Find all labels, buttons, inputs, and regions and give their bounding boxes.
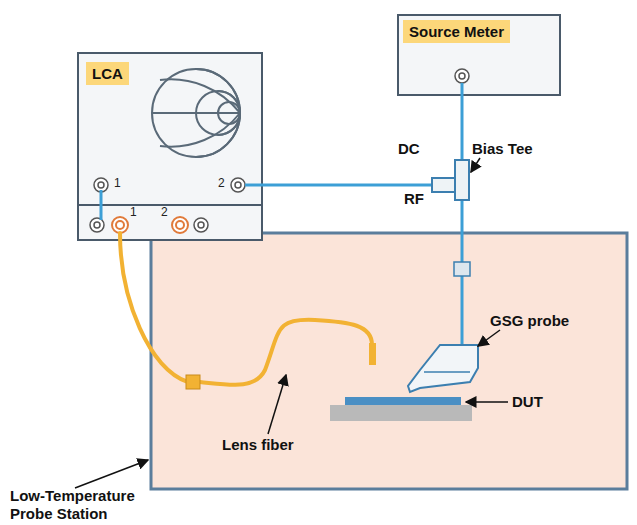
probe-station	[151, 233, 627, 489]
port-number: 2	[161, 205, 168, 219]
part-label: GSG probe	[490, 312, 569, 329]
port-number: 2	[218, 176, 225, 190]
fiber-feedthrough	[186, 375, 200, 389]
port-label: RF	[404, 190, 424, 207]
optical-fiber	[120, 233, 372, 385]
rf-cables	[101, 83, 462, 345]
instrument-box: LCA 1 2 1 2	[78, 53, 262, 240]
source-meter-port-inner	[459, 73, 465, 79]
dut-layer	[345, 397, 461, 405]
leader-arrows	[75, 158, 508, 488]
part-label: DUT	[512, 393, 543, 410]
part-label: Lens fiber	[222, 436, 294, 453]
rf-feedthrough	[454, 262, 470, 276]
part-label: Bias Tee	[472, 140, 533, 157]
substrate	[330, 405, 472, 421]
lca-upper-panel	[78, 53, 262, 205]
source-meter-port	[455, 69, 469, 83]
instrument-box: Source Meter	[398, 15, 560, 95]
lens-fiber-tip	[369, 343, 376, 365]
optical-ports	[112, 217, 188, 233]
source-meter-body	[398, 15, 560, 95]
device-tag: Source Meter	[403, 20, 510, 43]
port-number: 1	[114, 176, 121, 190]
bias-tee-symbol	[432, 160, 469, 200]
station-label: Low-Temperature Probe Station	[10, 487, 170, 523]
port-number: 1	[130, 205, 137, 219]
lca-lower-panel	[78, 205, 262, 240]
port-label: DC	[398, 140, 420, 157]
gsg-probe	[408, 345, 478, 392]
gsg-probe-edge	[424, 371, 470, 373]
smith-chart	[152, 69, 240, 157]
device-tag: LCA	[86, 62, 129, 85]
